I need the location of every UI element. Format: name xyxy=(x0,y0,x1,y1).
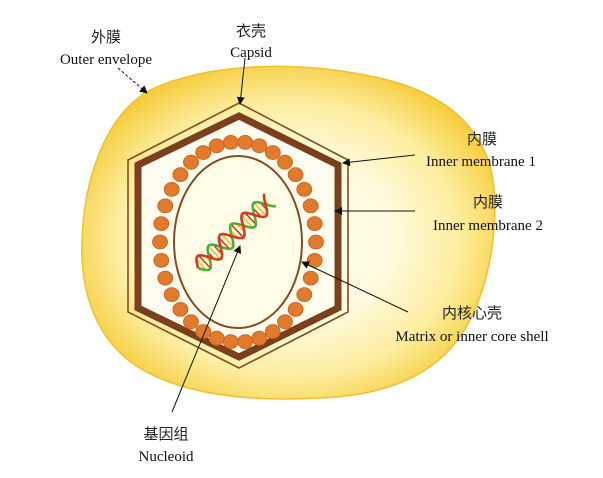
dna-strand xyxy=(197,200,276,272)
core-bead xyxy=(306,216,323,232)
core-bead xyxy=(172,301,189,317)
core-bead xyxy=(153,252,170,268)
dna-base-pair xyxy=(207,245,222,260)
capsid-label-en: Capsid xyxy=(230,45,272,61)
nucleoid-label-en: Nucleoid xyxy=(139,449,194,465)
dna-base-pair xyxy=(221,233,234,247)
nucleoid-label-cn: 基因组 xyxy=(143,425,188,443)
core-bead xyxy=(302,198,319,214)
capsid-label-cn: 衣壳 xyxy=(236,22,266,40)
core-bead xyxy=(296,181,313,197)
core-bead xyxy=(277,314,293,330)
inner-membrane-1-label-en: Inner membrane 1 xyxy=(426,154,536,170)
core-shell-pointer xyxy=(301,261,409,313)
core-bead xyxy=(251,330,268,346)
core-bead xyxy=(183,154,199,170)
core-bead xyxy=(237,334,254,350)
core-bead xyxy=(153,216,170,232)
core-bead xyxy=(163,287,180,303)
core-bead xyxy=(222,334,239,350)
dna-base-pair xyxy=(198,254,212,269)
core-bead xyxy=(277,154,293,170)
core-bead xyxy=(222,134,239,150)
inner-membrane-2-label-cn: 内膜 xyxy=(473,193,503,211)
inner-membrane-2-shape xyxy=(173,155,303,329)
core-bead xyxy=(302,270,319,286)
core-bead xyxy=(208,138,225,154)
dna-base-pair xyxy=(240,215,254,229)
dna-base-pair xyxy=(230,223,244,238)
nucleoid-dna xyxy=(195,193,276,272)
nucleoid-pointer xyxy=(171,245,242,413)
core-bead xyxy=(237,134,254,150)
capsid-pointer xyxy=(236,57,246,105)
inner-membrane-2-label-en: Inner membrane 2 xyxy=(433,218,543,234)
core-bead xyxy=(287,301,304,317)
core-bead xyxy=(152,234,168,250)
core-bead xyxy=(157,270,174,286)
inner-membrane-1-label-cn: 内膜 xyxy=(467,130,497,148)
core-bead xyxy=(157,198,174,214)
core-bead xyxy=(306,252,323,268)
core-bead xyxy=(251,138,268,154)
core-shell-label-cn: 内核心壳 xyxy=(442,304,502,322)
core-bead xyxy=(195,324,212,339)
core-bead xyxy=(163,181,180,197)
core-bead xyxy=(183,314,199,330)
dna-base-pair xyxy=(195,259,207,271)
dna-base-pair xyxy=(218,237,231,250)
dna-base-pair xyxy=(244,212,257,225)
dna-strand xyxy=(195,193,269,269)
core-bead xyxy=(172,167,189,183)
core-shell-label-en: Matrix or inner core shell xyxy=(395,329,548,345)
dna-base-pair xyxy=(253,202,267,217)
core-bead xyxy=(208,330,225,346)
core-bead xyxy=(195,145,212,160)
core-bead xyxy=(296,287,313,303)
core-shell-beads xyxy=(152,134,324,350)
outer-envelope-label-cn: 外膜 xyxy=(91,28,121,46)
core-bead xyxy=(264,145,281,160)
inner-membrane-1-pointer xyxy=(342,154,416,167)
core-bead xyxy=(308,234,324,250)
core-bead xyxy=(287,167,304,183)
outer-envelope-label-en: Outer envelope xyxy=(60,52,152,68)
outer-envelope-pointer xyxy=(117,67,148,94)
core-bead xyxy=(264,324,281,339)
